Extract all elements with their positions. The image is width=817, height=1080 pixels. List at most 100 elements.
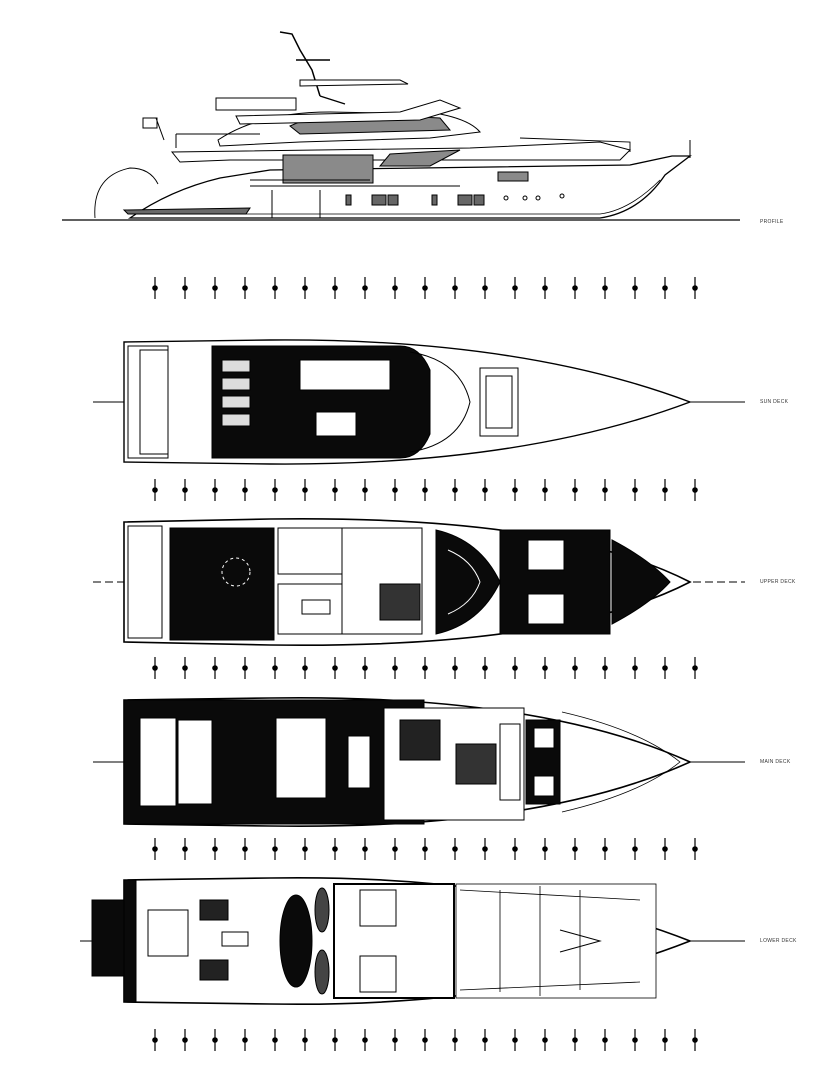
frame-tick-dot — [332, 285, 338, 291]
frame-tick-dot — [212, 665, 218, 671]
main-deck-plan — [93, 696, 745, 828]
frame-tick-dot — [602, 487, 608, 493]
upper-deck-label: UPPER DECK — [760, 579, 796, 585]
frame-tick-dot — [482, 1037, 488, 1043]
frame-tick-dot — [332, 1037, 338, 1043]
frame-tick-dot — [182, 1037, 188, 1043]
frame-tick-dot — [272, 846, 278, 852]
frame-tick-dot — [542, 1037, 548, 1043]
frame-tick-dot — [362, 487, 368, 493]
frame-tick-dot — [332, 846, 338, 852]
frame-tick-dot — [152, 1037, 158, 1043]
frame-tick-dot — [572, 285, 578, 291]
frame-tick-dot — [302, 1037, 308, 1043]
frame-tick-dot — [632, 846, 638, 852]
frame-tick-dot — [662, 1037, 668, 1043]
frame-tick-dot — [452, 846, 458, 852]
frame-tick-dot — [242, 487, 248, 493]
frame-tick-dot — [272, 1037, 278, 1043]
frame-tick-dot — [482, 846, 488, 852]
frame-tick-dot — [392, 487, 398, 493]
lower-deck-plan — [80, 876, 745, 1006]
sun-deck-plan — [93, 339, 745, 465]
frame-tick-dot — [452, 665, 458, 671]
frame-tick-dot — [692, 285, 698, 291]
frame-tick-dot — [302, 285, 308, 291]
frame-tick-dot — [362, 846, 368, 852]
frame-tick-dot — [692, 846, 698, 852]
frame-tick-dot — [332, 487, 338, 493]
frame-tick-dot — [242, 846, 248, 852]
frame-tick-dot — [482, 487, 488, 493]
frame-tick-dot — [302, 846, 308, 852]
frame-tick-dot — [662, 285, 668, 291]
frame-tick-dot — [542, 846, 548, 852]
frame-tick-dot — [632, 487, 638, 493]
frame-tick-dot — [452, 487, 458, 493]
frame-tick-dot — [482, 665, 488, 671]
frame-tick-dot — [452, 1037, 458, 1043]
frame-tick-dot — [422, 846, 428, 852]
frame-tick-dot — [452, 285, 458, 291]
frame-tick-dot — [572, 846, 578, 852]
frame-tick-dot — [242, 665, 248, 671]
frame-tick-dot — [362, 285, 368, 291]
frame-tick-dot — [332, 665, 338, 671]
frame-tick-dot — [422, 1037, 428, 1043]
frame-tick-dot — [362, 1037, 368, 1043]
frame-tick-dot — [602, 846, 608, 852]
frame-tick-dot — [212, 1037, 218, 1043]
frame-tick-dot — [632, 1037, 638, 1043]
frame-tick-dot — [542, 285, 548, 291]
frame-tick-dot — [692, 487, 698, 493]
frame-tick-dot — [542, 665, 548, 671]
frame-tick-dot — [602, 665, 608, 671]
frame-tick-dot — [422, 285, 428, 291]
frame-tick-dot — [662, 487, 668, 493]
lower-deck-label: LOWER DECK — [760, 938, 797, 944]
frame-tick-dot — [512, 846, 518, 852]
frame-tick-dot — [152, 285, 158, 291]
frame-tick-dot — [512, 285, 518, 291]
profile-label: PROFILE — [760, 219, 784, 225]
frame-tick-dot — [272, 285, 278, 291]
frame-tick-dot — [392, 285, 398, 291]
frame-tick-dot — [422, 487, 428, 493]
frame-tick-dot — [572, 1037, 578, 1043]
frame-tick-dot — [422, 665, 428, 671]
frame-tick-dot — [152, 487, 158, 493]
frame-tick-dot — [392, 846, 398, 852]
frame-tick-dot — [392, 1037, 398, 1043]
frame-tick-dot — [242, 285, 248, 291]
frame-tick-rows — [152, 277, 698, 1051]
frame-tick-dot — [212, 285, 218, 291]
frame-tick-dot — [542, 487, 548, 493]
frame-tick-dot — [272, 665, 278, 671]
frame-tick-dot — [302, 487, 308, 493]
frame-tick-dot — [512, 487, 518, 493]
frame-tick-dot — [212, 487, 218, 493]
frame-tick-dot — [182, 846, 188, 852]
frame-tick-dot — [482, 285, 488, 291]
frame-tick-dot — [662, 665, 668, 671]
frame-tick-dot — [212, 846, 218, 852]
frame-tick-dot — [572, 665, 578, 671]
frame-tick-dot — [692, 665, 698, 671]
frame-tick-dot — [152, 665, 158, 671]
frame-tick-dot — [302, 665, 308, 671]
frame-tick-dot — [692, 1037, 698, 1043]
frame-tick-dot — [182, 487, 188, 493]
frame-tick-dot — [632, 665, 638, 671]
frame-tick-dot — [512, 665, 518, 671]
main-deck-label: MAIN DECK — [760, 759, 791, 765]
sun-deck-label: SUN DECK — [760, 399, 789, 405]
frame-tick-dot — [152, 846, 158, 852]
frame-tick-dot — [512, 1037, 518, 1043]
frame-tick-dot — [362, 665, 368, 671]
frame-tick-dot — [272, 487, 278, 493]
frame-tick-dot — [632, 285, 638, 291]
frame-tick-dot — [182, 665, 188, 671]
frame-tick-dot — [572, 487, 578, 493]
frame-tick-dot — [392, 665, 398, 671]
